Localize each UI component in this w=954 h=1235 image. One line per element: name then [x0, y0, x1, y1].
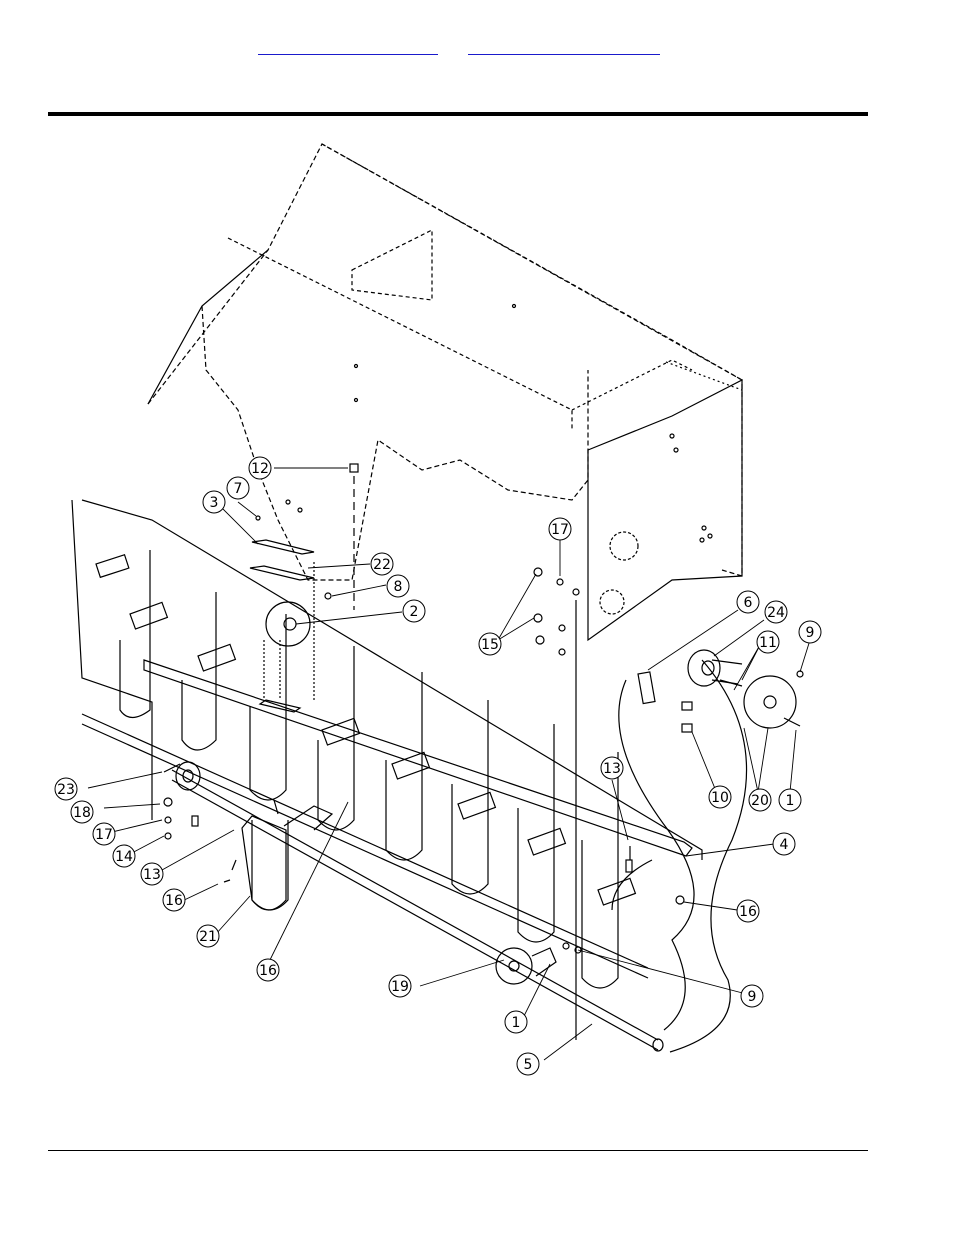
- callout-label-16b: 16: [165, 893, 183, 909]
- callout-label-12: 12: [251, 461, 269, 477]
- callout-label-13b: 13: [143, 867, 161, 883]
- callout-label-13a: 13: [603, 761, 621, 777]
- callout-label-7: 7: [234, 481, 243, 497]
- callout-label-15: 15: [481, 637, 499, 653]
- callout-label-10: 10: [711, 790, 729, 806]
- callout-label-9b: 9: [748, 989, 757, 1005]
- header-link-1[interactable]: [258, 38, 438, 55]
- callout-label-4: 4: [780, 837, 789, 853]
- callout-label-8: 8: [394, 579, 403, 595]
- callout-label-3: 3: [210, 495, 219, 511]
- callout-label-19: 19: [391, 979, 409, 995]
- callout-label-1b: 1: [512, 1015, 521, 1031]
- callout-label-24: 24: [767, 605, 785, 621]
- callout-label-9a: 9: [806, 625, 815, 641]
- callout-label-18: 18: [73, 805, 91, 821]
- callout-label-11: 11: [759, 635, 777, 651]
- callout-label-14: 14: [115, 849, 133, 865]
- callout-label-21: 21: [199, 929, 217, 945]
- callout-label-1a: 1: [786, 793, 795, 809]
- callout-label-5: 5: [524, 1057, 533, 1073]
- exploded-parts-diagram: 12 7 3 22 8 2 17 15 6 24 11 9 10 20 1 13…: [52, 140, 872, 1080]
- callout-label-22: 22: [373, 557, 391, 573]
- header-links: [0, 38, 954, 58]
- callout-label-23: 23: [57, 782, 75, 798]
- callout-label-16a: 16: [739, 904, 757, 920]
- callout-label-6: 6: [744, 595, 753, 611]
- callout-label-17b: 17: [95, 827, 113, 843]
- callout-label-16c: 16: [259, 963, 277, 979]
- callout-label-20: 20: [751, 793, 769, 809]
- callout-label-17a: 17: [551, 522, 569, 538]
- header-rule: [48, 112, 868, 116]
- header-link-2[interactable]: [468, 38, 660, 55]
- footer-rule: [48, 1150, 868, 1151]
- callout-label-2: 2: [410, 604, 419, 620]
